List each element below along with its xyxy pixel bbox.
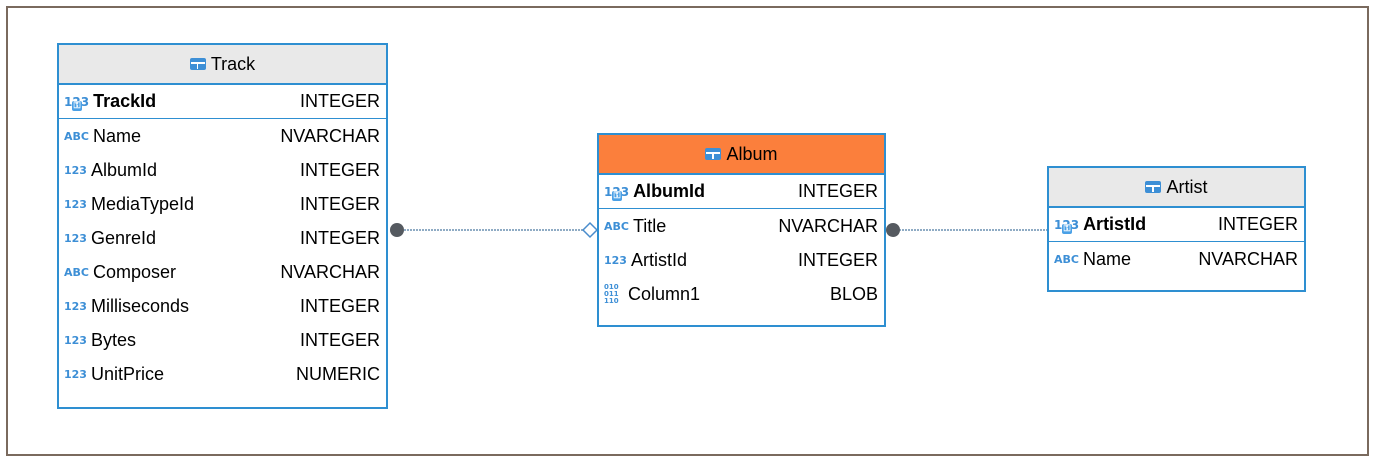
entity-track[interactable]: Track 123⚿ TrackId INTEGER ABCNameNVARCH… — [57, 43, 388, 409]
entity-album-title: Album — [726, 143, 778, 164]
numeric-type-icon: 123 — [64, 231, 87, 245]
column-type: NVARCHAR — [280, 261, 380, 282]
numeric-type-icon: 123 — [64, 299, 87, 313]
column-name: AlbumId — [90, 159, 158, 180]
numeric-type-icon: 123 — [64, 333, 87, 347]
column-name: ArtistId — [630, 249, 687, 270]
column-type: INTEGER — [299, 227, 380, 248]
column-type: INTEGER — [1217, 214, 1298, 234]
column-type: BLOB — [829, 283, 878, 304]
text-type-icon: ABC — [64, 265, 89, 279]
column-type: INTEGER — [299, 91, 380, 111]
column-name: Bytes — [90, 329, 136, 350]
column-name: GenreId — [90, 227, 157, 248]
entity-album-header[interactable]: Album — [599, 135, 884, 175]
table-icon — [189, 58, 206, 70]
numeric-type-icon: 123 — [64, 197, 87, 211]
column-type: INTEGER — [797, 249, 878, 270]
column-type: NVARCHAR — [1198, 248, 1298, 269]
column-name: Title — [632, 215, 667, 236]
column-name: MediaTypeId — [90, 193, 195, 214]
primary-key-icon: 123⚿ — [64, 95, 89, 111]
column-type: INTEGER — [299, 159, 380, 180]
relationship-end-dot-track — [390, 223, 404, 237]
column-name: AlbumId — [633, 181, 706, 201]
column-type: INTEGER — [299, 329, 380, 350]
column-name: Name — [92, 125, 141, 146]
entity-track-header[interactable]: Track — [59, 45, 386, 85]
column-name: Composer — [92, 261, 177, 282]
numeric-type-icon: 123 — [64, 367, 87, 381]
entity-artist-header[interactable]: Artist — [1049, 168, 1304, 208]
column-type: NVARCHAR — [280, 125, 380, 146]
text-type-icon: ABC — [64, 129, 89, 143]
column-type: INTEGER — [797, 181, 878, 201]
primary-key-icon: 123⚿ — [604, 185, 629, 201]
column-name: TrackId — [93, 91, 157, 111]
table-icon — [705, 148, 722, 160]
primary-key-icon: 123⚿ — [1054, 218, 1079, 234]
entity-track-title: Track — [210, 53, 256, 74]
relationship-end-diamond-album — [581, 221, 599, 239]
text-type-icon: ABC — [1054, 252, 1079, 266]
column-type: INTEGER — [299, 193, 380, 214]
numeric-type-icon: 123 — [604, 253, 627, 267]
entity-artist-title: Artist — [1166, 176, 1208, 197]
column-name: ArtistId — [1083, 214, 1147, 234]
relationship-end-dot-album — [886, 223, 900, 237]
column-name: Name — [1082, 248, 1131, 269]
column-row-pk[interactable]: 123⚿ ArtistId INTEGER — [1049, 208, 1304, 242]
column-name: UnitPrice — [90, 363, 164, 384]
text-type-icon: ABC — [604, 219, 629, 233]
column-row-pk[interactable]: 123⚿ AlbumId INTEGER — [599, 175, 884, 209]
column-name: Milliseconds — [90, 295, 190, 316]
column-type: NVARCHAR — [778, 215, 878, 236]
column-name: Column1 — [628, 283, 701, 304]
column-type: NUMERIC — [296, 363, 380, 384]
table-icon — [1145, 181, 1162, 193]
column-type: INTEGER — [299, 295, 380, 316]
numeric-type-icon: 123 — [64, 163, 87, 177]
column-row-pk[interactable]: 123⚿ TrackId INTEGER — [59, 85, 386, 119]
